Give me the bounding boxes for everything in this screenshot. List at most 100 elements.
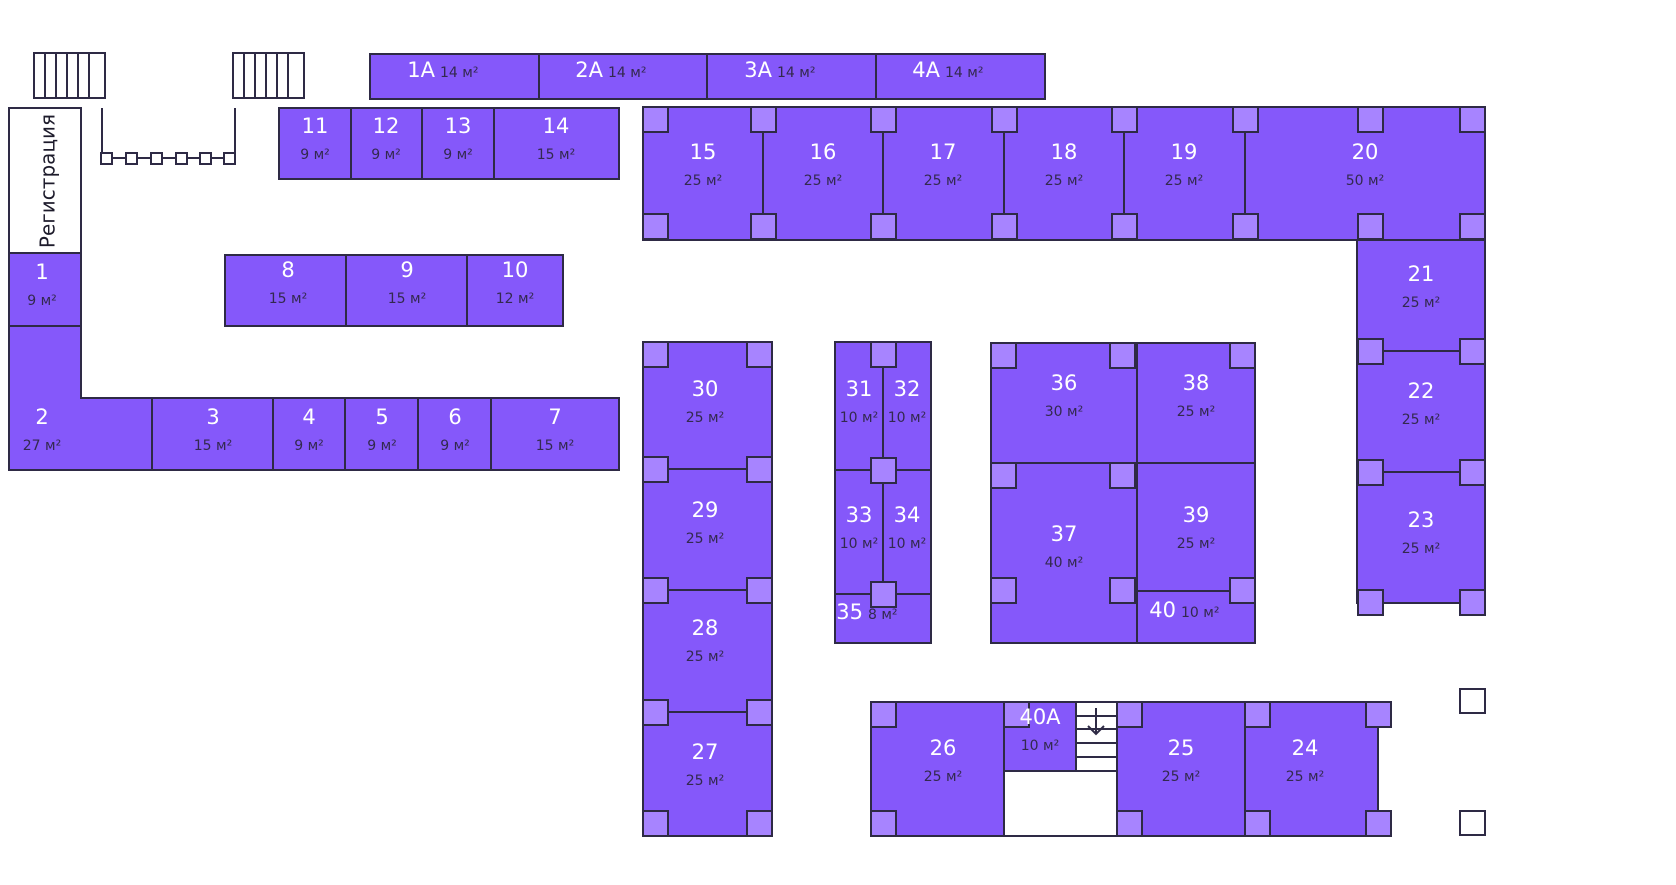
room-6[interactable] [417, 397, 492, 471]
room-area: 25 м² [1177, 536, 1215, 552]
room-area: 25 м² [686, 410, 724, 426]
pillar [642, 810, 669, 837]
pillar [990, 577, 1017, 604]
room-14[interactable] [493, 107, 620, 180]
room-8[interactable] [224, 254, 347, 327]
room-2A[interactable] [538, 53, 708, 100]
room-35[interactable] [834, 593, 932, 644]
room-number: 3 [206, 405, 219, 429]
room-number: 38 [1183, 371, 1210, 395]
room-area: 30 м² [1045, 404, 1083, 420]
room-number: 31 [846, 377, 873, 401]
pillar [1459, 338, 1486, 365]
room-5[interactable] [344, 397, 419, 471]
pillar [991, 106, 1018, 133]
registration-label: Регистрация [36, 114, 60, 248]
room-area: 25 м² [1177, 404, 1215, 420]
pillar [1459, 589, 1486, 616]
room-number: 8 [281, 258, 294, 282]
column-marker [1459, 688, 1486, 714]
room-13[interactable] [421, 107, 495, 180]
room-area: 10 м² [1181, 605, 1219, 621]
room-area: 8 м² [868, 607, 898, 623]
pillar [1232, 106, 1259, 133]
pillar [746, 341, 773, 368]
room-number: 4A [912, 58, 940, 82]
pillar [746, 456, 773, 483]
pillar [1357, 589, 1384, 616]
pillar [750, 106, 777, 133]
column-marker [1459, 810, 1486, 836]
pillar [642, 213, 669, 240]
room-33[interactable] [834, 469, 884, 595]
pillar [746, 577, 773, 604]
room-4[interactable] [272, 397, 346, 471]
room-39[interactable] [1136, 462, 1256, 592]
pillar [1365, 701, 1392, 728]
room-area: 40 м² [1045, 555, 1083, 571]
room-7[interactable] [490, 397, 620, 471]
room-number: 21 [1408, 262, 1435, 286]
room-16[interactable] [762, 106, 884, 241]
room-area: 25 м² [686, 649, 724, 665]
room-area: 14 м² [945, 65, 983, 81]
room-number: 15 [690, 140, 717, 164]
room-number: 16 [810, 140, 837, 164]
room-3[interactable] [151, 397, 274, 471]
room-area: 25 м² [804, 173, 842, 189]
room-number: 36 [1051, 371, 1078, 395]
pillar [1232, 213, 1259, 240]
room-number: 13 [445, 114, 472, 138]
pillar [642, 456, 669, 483]
room-number: 25 [1168, 736, 1195, 760]
room-area: 25 м² [684, 173, 722, 189]
room-23[interactable] [1356, 471, 1486, 604]
room-37[interactable] [990, 462, 1138, 644]
pillar [1357, 106, 1384, 133]
room-9[interactable] [345, 254, 468, 327]
room-number: 40 [1149, 598, 1176, 622]
room-28[interactable] [642, 589, 773, 713]
room-1[interactable] [8, 252, 82, 327]
room-number: 7 [548, 405, 561, 429]
registration-desk: Регистрация [8, 107, 82, 254]
room-area: 14 м² [608, 65, 646, 81]
pillar [642, 341, 669, 368]
pillar [870, 581, 897, 608]
room-area: 25 м² [1162, 769, 1200, 785]
room-10[interactable] [466, 254, 564, 327]
pillar [1244, 810, 1271, 837]
room-17[interactable] [882, 106, 1005, 241]
room-number: 28 [692, 616, 719, 640]
room-area: 15 м² [388, 291, 426, 307]
room-area: 15 м² [536, 438, 574, 454]
room-number: 33 [846, 503, 873, 527]
room-area: 9 м² [294, 438, 324, 454]
room-11[interactable] [278, 107, 352, 180]
pillar [1116, 810, 1143, 837]
room-number: 37 [1051, 522, 1078, 546]
pillar [1229, 577, 1256, 604]
room-number: 4 [302, 405, 315, 429]
pillar [1244, 701, 1271, 728]
room-area: 14 м² [440, 65, 478, 81]
room-area: 27 м² [23, 438, 61, 454]
pillar [1111, 213, 1138, 240]
room-19[interactable] [1123, 106, 1246, 241]
room-area: 50 м² [1346, 173, 1384, 189]
pillar [1365, 810, 1392, 837]
room-number: 2A [575, 58, 603, 82]
room-18[interactable] [1003, 106, 1125, 241]
room-34[interactable] [882, 469, 932, 595]
room-29[interactable] [642, 468, 773, 591]
pillar [1109, 342, 1136, 369]
room-number: 20 [1352, 140, 1379, 164]
room-4A[interactable] [875, 53, 1046, 100]
room-number: 17 [930, 140, 957, 164]
pillar [1459, 459, 1486, 486]
room-number: 27 [692, 740, 719, 764]
room-area: 10 м² [1021, 738, 1059, 754]
room-number: 10 [502, 258, 529, 282]
room-3A[interactable] [706, 53, 877, 100]
room-area: 15 м² [194, 438, 232, 454]
